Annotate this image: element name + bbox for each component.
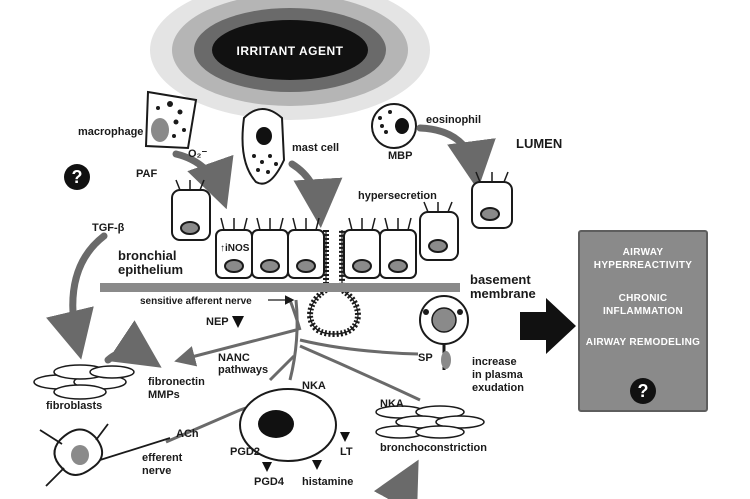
fibroblasts-stack <box>33 364 135 400</box>
label-paf: PAF <box>136 168 158 180</box>
outcome-box: AIRWAY HYPERREACTIVITY CHRONIC INFLAMMAT… <box>578 230 708 412</box>
outcome-arrow <box>520 298 576 354</box>
label-pgd2: PGD2 <box>230 446 260 458</box>
bronchial-epithelium-row <box>215 217 417 279</box>
nerve-fibers <box>165 299 421 444</box>
mast-cell <box>241 108 286 185</box>
submucosal-gland <box>306 230 362 338</box>
label-plasma-1: increase <box>472 356 517 368</box>
label-nka-1: NKA <box>302 380 326 392</box>
tissue-mast-cell <box>239 388 337 462</box>
label-fibronectin: fibronectin <box>148 376 205 388</box>
label-o2: O₂⁻ <box>188 148 208 160</box>
label-eosinophil: eosinophil <box>426 114 481 126</box>
label-membrane: membrane <box>470 286 536 301</box>
label-ach: ACh <box>176 428 199 440</box>
label-nep: NEP <box>206 316 229 328</box>
basement-membrane-bar <box>100 283 460 292</box>
label-macrophage: macrophage <box>78 126 144 138</box>
outcome-hyperreactivity: AIRWAY HYPERREACTIVITY <box>593 247 693 271</box>
label-pgd4: PGD4 <box>254 476 284 488</box>
label-histamine: histamine <box>302 476 354 488</box>
label-sensitive-afferent-nerve: sensitive afferent nerve <box>140 296 252 307</box>
label-nerve: nerve <box>142 465 172 477</box>
label-nka-2: NKA <box>380 398 404 410</box>
blood-vessel <box>419 295 469 370</box>
label-efferent: efferent <box>142 452 183 464</box>
irritant-agent-cloud <box>150 0 430 120</box>
outcome-remodeling: AIRWAY REMODELING <box>585 337 701 348</box>
eosinophil-cell <box>371 103 417 149</box>
label-hypersecretion: hypersecretion <box>358 190 437 202</box>
outcome-chronic-inflammation: CHRONIC INFLAMMATION <box>602 293 684 317</box>
label-lumen: LUMEN <box>516 136 563 151</box>
question-mark-box: ? <box>630 378 656 404</box>
efferent-neuron <box>39 423 171 487</box>
label-mbp: MBP <box>388 150 413 162</box>
label-mmps: MMPs <box>148 389 180 401</box>
label-nanc: NANC <box>218 352 250 364</box>
smooth-muscle-stack <box>375 405 485 439</box>
label-basement: basement <box>470 272 531 287</box>
detached-epithelial-cells <box>171 171 513 261</box>
label-lt: LT <box>340 446 353 458</box>
label-pathways: pathways <box>218 364 269 376</box>
label-inos: ↑iNOS <box>220 243 250 254</box>
label-plasma-3: exudation <box>472 382 524 394</box>
label-epithelium: epithelium <box>118 262 184 277</box>
label-tgf-beta: TGF-β <box>92 222 125 234</box>
label-bronchial: bronchial <box>118 248 177 263</box>
label-sp: SP <box>418 352 433 364</box>
macrophage-cell <box>144 90 198 150</box>
label-plasma-2: in plasma <box>472 369 523 381</box>
question-mark-left: ? <box>64 164 90 190</box>
irritant-agent-label: IRRITANT AGENT <box>236 44 344 58</box>
gray-arrows <box>46 124 496 499</box>
label-mast-cell: mast cell <box>292 142 340 154</box>
label-fibroblasts: fibroblasts <box>46 400 103 412</box>
label-bronchoconstriction: bronchoconstriction <box>380 442 487 454</box>
